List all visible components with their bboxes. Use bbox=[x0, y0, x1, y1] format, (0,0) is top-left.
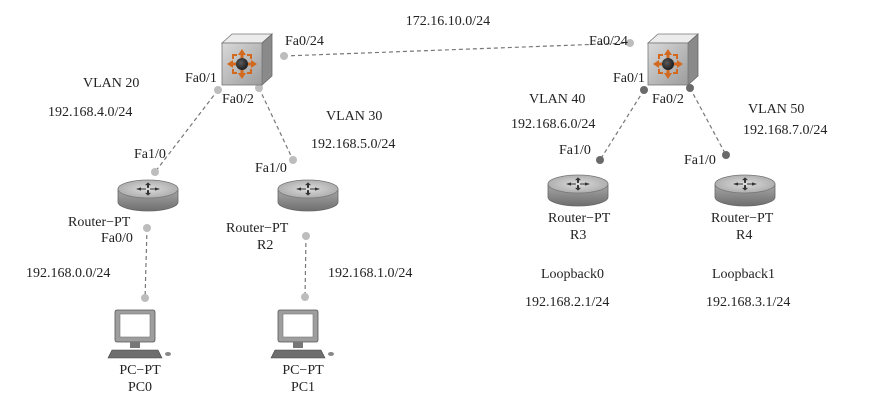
r4-name: R4 bbox=[736, 228, 752, 243]
link-subnet-label: 172.16.10.0/24 bbox=[406, 14, 490, 29]
sw1-port-fa0-24: Fa0/24 bbox=[285, 34, 324, 49]
port-dot bbox=[596, 156, 604, 164]
r1-port-down: Fa0/0 bbox=[101, 231, 133, 246]
sw2-port-fa0-2: Fa0/2 bbox=[652, 92, 684, 107]
router-3-icon[interactable] bbox=[547, 174, 609, 207]
vlan30-subnet: 192.168.5.0/24 bbox=[311, 137, 395, 152]
pc0-type: PC−PT bbox=[119, 363, 161, 378]
pc0-name: PC0 bbox=[128, 380, 152, 395]
r2-name: R2 bbox=[257, 238, 273, 253]
sw2-port-fa0-24: Fa0/24 bbox=[589, 34, 628, 49]
r4-loopback-ip: 192.168.3.1/24 bbox=[706, 295, 790, 310]
port-dot bbox=[686, 84, 694, 92]
r4-port-up: Fa1/0 bbox=[684, 153, 716, 168]
vlan20-label: VLAN 20 bbox=[83, 76, 139, 91]
port-dot bbox=[280, 52, 288, 60]
link-sw2-r3 bbox=[599, 89, 645, 161]
r4-loopback: Loopback1 bbox=[712, 267, 775, 282]
vlan40-subnet: 192.168.6.0/24 bbox=[511, 117, 595, 132]
link-r1-pc0 bbox=[144, 227, 148, 301]
port-dot bbox=[626, 39, 634, 47]
port-dot bbox=[214, 86, 222, 94]
r1-type: Router−PT bbox=[68, 215, 131, 230]
link-sw2-r4 bbox=[689, 87, 727, 156]
port-dot bbox=[640, 86, 648, 94]
link-sw1-sw2 bbox=[283, 42, 631, 57]
r2-port-up: Fa1/0 bbox=[255, 161, 287, 176]
vlan50-subnet: 192.168.7.0/24 bbox=[743, 123, 827, 138]
sw1-port-fa0-1: Fa0/1 bbox=[185, 71, 217, 86]
port-dot bbox=[722, 151, 730, 159]
switch-2-icon[interactable] bbox=[646, 33, 700, 86]
vlan30-label: VLAN 30 bbox=[326, 109, 382, 124]
sw1-port-fa0-2: Fa0/2 bbox=[222, 92, 254, 107]
vlan40-label: VLAN 40 bbox=[529, 92, 585, 107]
vlan50-label: VLAN 50 bbox=[748, 102, 804, 117]
sw2-port-fa0-1: Fa0/1 bbox=[613, 71, 645, 86]
r2-lan-subnet: 192.168.1.0/24 bbox=[328, 266, 412, 281]
switch-1-icon[interactable] bbox=[220, 33, 274, 86]
port-dot bbox=[141, 294, 149, 302]
port-dot bbox=[301, 293, 309, 301]
router-2-icon[interactable] bbox=[277, 179, 339, 212]
link-r2-pc1 bbox=[304, 235, 307, 299]
port-dot bbox=[289, 156, 297, 164]
r1-lan-subnet: 192.168.0.0/24 bbox=[26, 266, 110, 281]
r3-loopback-ip: 192.168.2.1/24 bbox=[525, 295, 609, 310]
pc1-type: PC−PT bbox=[282, 363, 324, 378]
link-sw1-r1 bbox=[154, 89, 219, 173]
r4-type: Router−PT bbox=[711, 211, 774, 226]
r3-port-up: Fa1/0 bbox=[559, 143, 591, 158]
port-dot bbox=[151, 168, 159, 176]
pc1-name: PC1 bbox=[291, 380, 315, 395]
r1-port-up: Fa1/0 bbox=[134, 147, 166, 162]
port-dot bbox=[255, 84, 263, 92]
r3-type: Router−PT bbox=[548, 211, 611, 226]
vlan20-subnet: 192.168.4.0/24 bbox=[48, 105, 132, 120]
port-dot bbox=[143, 224, 151, 232]
r2-type: Router−PT bbox=[226, 221, 289, 236]
pc-0-icon[interactable] bbox=[107, 309, 171, 359]
router-1-icon[interactable] bbox=[117, 179, 179, 212]
router-4-icon[interactable] bbox=[714, 174, 776, 207]
pc-1-icon[interactable] bbox=[270, 309, 334, 359]
port-dot bbox=[302, 232, 310, 240]
link-sw1-r2 bbox=[258, 87, 294, 161]
r3-name: R3 bbox=[570, 228, 586, 243]
r3-loopback: Loopback0 bbox=[541, 267, 604, 282]
